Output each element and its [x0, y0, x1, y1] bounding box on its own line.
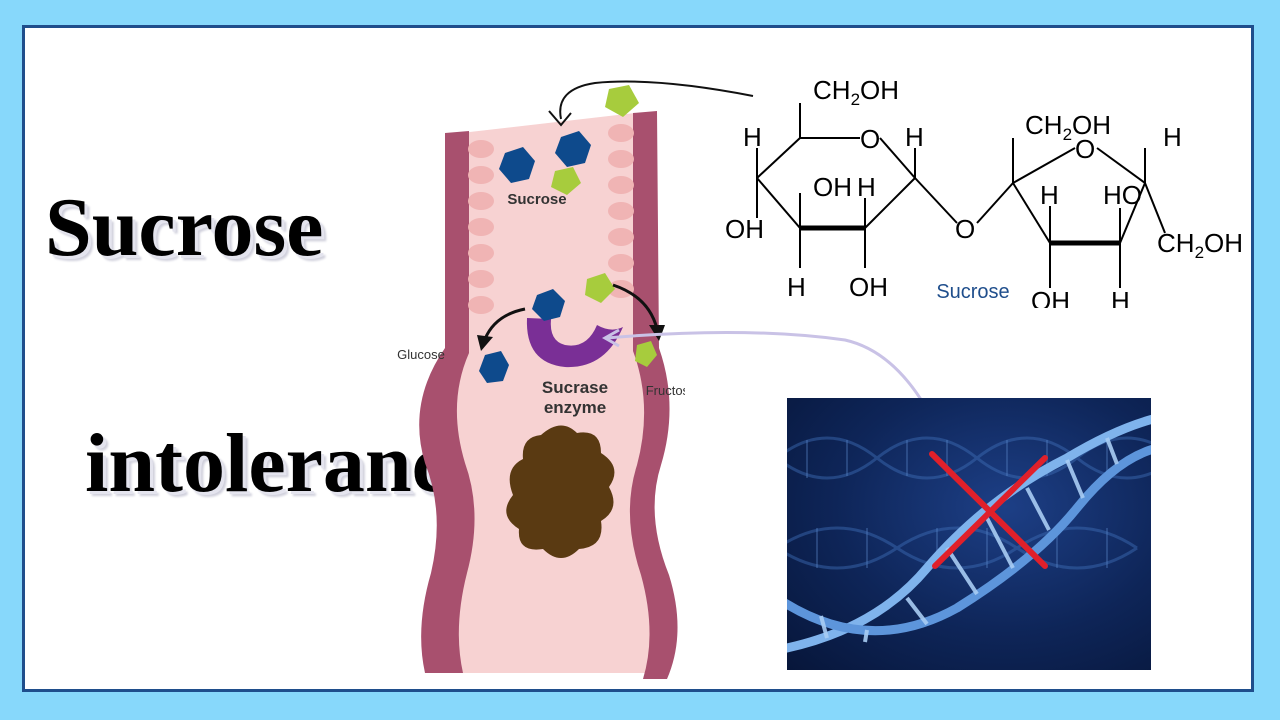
- atom-h: H: [1111, 286, 1130, 308]
- glucose-hexagon-icon: [532, 289, 565, 321]
- intestine-right-wall: [629, 111, 678, 679]
- undigested-stool-icon: [506, 425, 615, 558]
- title-sucrose: Sucrose: [45, 181, 324, 274]
- atom-oh: OH: [725, 214, 764, 244]
- atom-oh: OH: [813, 172, 852, 202]
- atom-ho: HO: [1103, 180, 1142, 210]
- glucose-hexagon-icon: [479, 351, 509, 383]
- slide-frame: Sucrose intolerance: [22, 25, 1254, 692]
- structure-caption: Sucrose: [936, 281, 1009, 303]
- glucose-label: Glucose: [397, 347, 445, 362]
- fructose-pentagon-icon: [551, 167, 581, 195]
- atom-ch2oh-glucose: CH2OH: [813, 75, 899, 109]
- structure-pointer-arrow: [548, 80, 754, 127]
- atom-h: H: [857, 172, 876, 202]
- fructose-pentagon-icon: [605, 85, 639, 117]
- title-intolerance: intolerance: [85, 417, 487, 510]
- atom-h: H: [1163, 122, 1182, 152]
- glucose-hexagon-icon: [499, 147, 535, 183]
- atom-oh: OH: [849, 272, 888, 302]
- glucose-hexagon-icon: [555, 131, 591, 167]
- sucrose-label: Sucrose: [507, 191, 566, 208]
- red-x-mark-icon: [929, 451, 1048, 569]
- dna-image: [787, 398, 1151, 670]
- atom-o-fructose-ring: O: [1075, 134, 1095, 164]
- atom-ch2oh-fructose-right: CH2OH: [1157, 228, 1243, 262]
- atom-ch2oh-fructose-top: CH2OH: [1025, 110, 1111, 144]
- arrowhead-icon: [477, 335, 493, 351]
- fructose-release-arrow: [612, 283, 659, 330]
- atom-oh: OH: [1031, 286, 1070, 308]
- glucose-release-arrow: [483, 307, 526, 340]
- fructose-pentagon-icon: [585, 273, 615, 303]
- atom-h: H: [905, 122, 924, 152]
- fructose-label: Fructose: [646, 383, 685, 398]
- atom-o-glycosidic: O: [955, 214, 975, 244]
- dna-double-helix-icon: [787, 414, 1151, 653]
- atom-h: H: [743, 122, 762, 152]
- sucrase-enzyme-icon: [526, 318, 623, 368]
- sucrose-structure: CH2OH O H H OH H OH H OH O CH2OH O H H H…: [725, 75, 1243, 308]
- atom-o-glucose-ring: O: [860, 124, 880, 154]
- intestine-left-wall: [419, 131, 475, 673]
- atom-h: H: [787, 272, 806, 302]
- intestine-diagram: Sucrose Sucrase enzyme Glucose Fructose: [397, 85, 685, 679]
- enzyme-label-line2: enzyme: [544, 398, 606, 417]
- atom-h: H: [1040, 180, 1059, 210]
- villi-left: [468, 140, 494, 314]
- enzyme-label-line1: Sucrase: [542, 378, 608, 397]
- fructose-pentagon-icon: [635, 341, 657, 367]
